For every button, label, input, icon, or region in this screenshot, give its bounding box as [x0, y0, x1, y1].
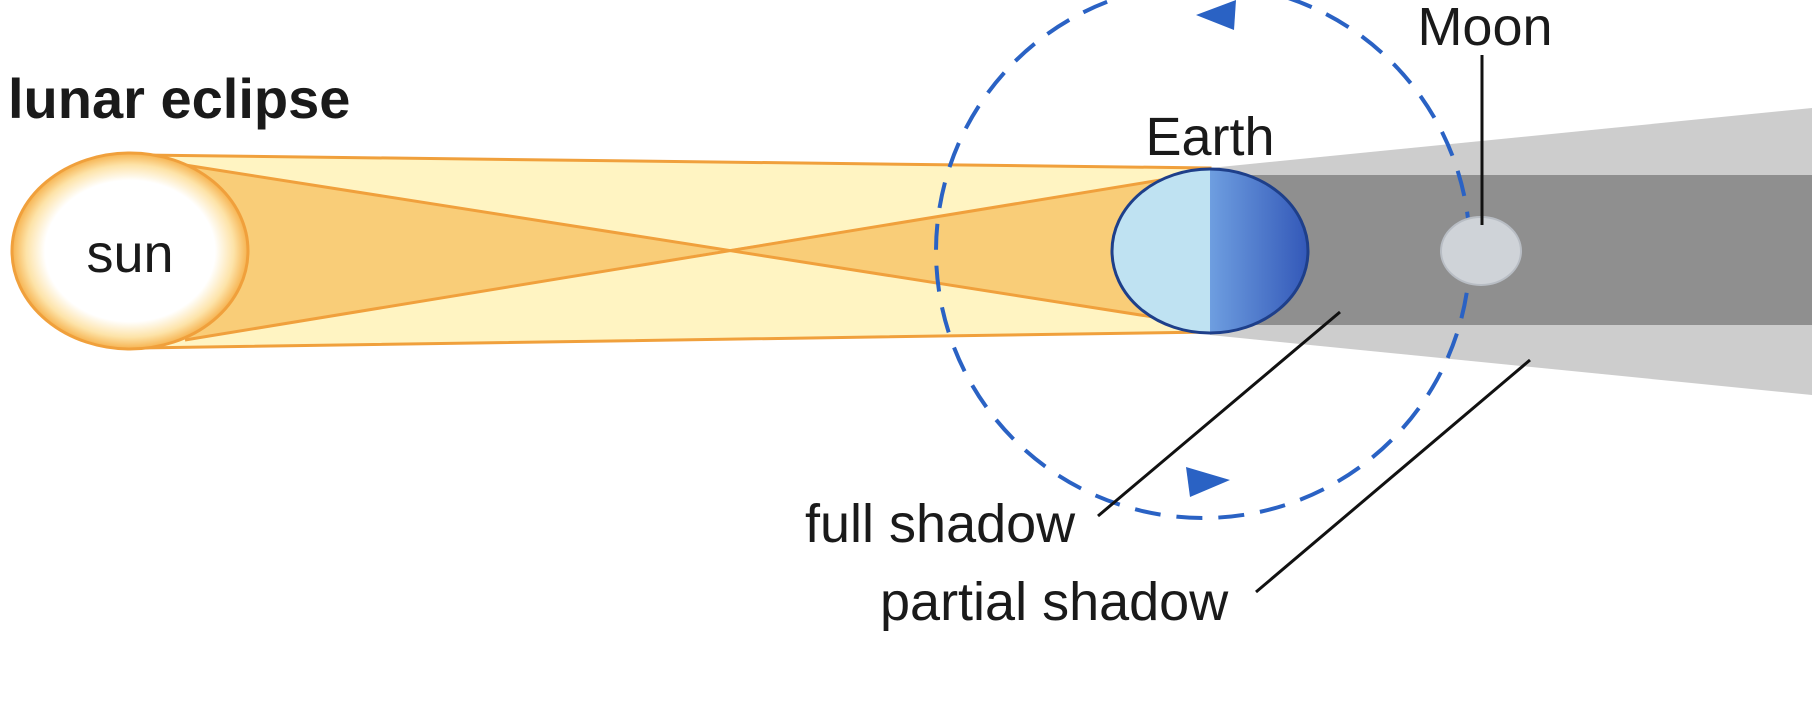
- sun: [10, 151, 250, 351]
- orbit-arrow-bottom: [1186, 467, 1230, 497]
- moon-label: Moon: [1417, 0, 1552, 57]
- partial-shadow-leader-line: [1255, 358, 1531, 594]
- diverging-cone: [725, 176, 1185, 322]
- earth-night-side: [1210, 169, 1308, 333]
- diagram-title: lunar eclipse: [8, 67, 350, 130]
- cone-edge-line: [184, 163, 1186, 324]
- sun-label: sun: [86, 224, 173, 284]
- earth-label: Earth: [1145, 107, 1274, 167]
- full-shadow-leader-line: [1097, 310, 1341, 518]
- earth-outline: [1110, 167, 1310, 335]
- moon: [1440, 216, 1522, 286]
- partial-shadow-label: partial shadow: [880, 572, 1229, 632]
- converging-cone: [185, 165, 725, 340]
- orbit-arrow-top: [1196, 0, 1236, 30]
- full-shadow-label: full shadow: [805, 494, 1076, 554]
- cone-edge-line: [184, 174, 1186, 342]
